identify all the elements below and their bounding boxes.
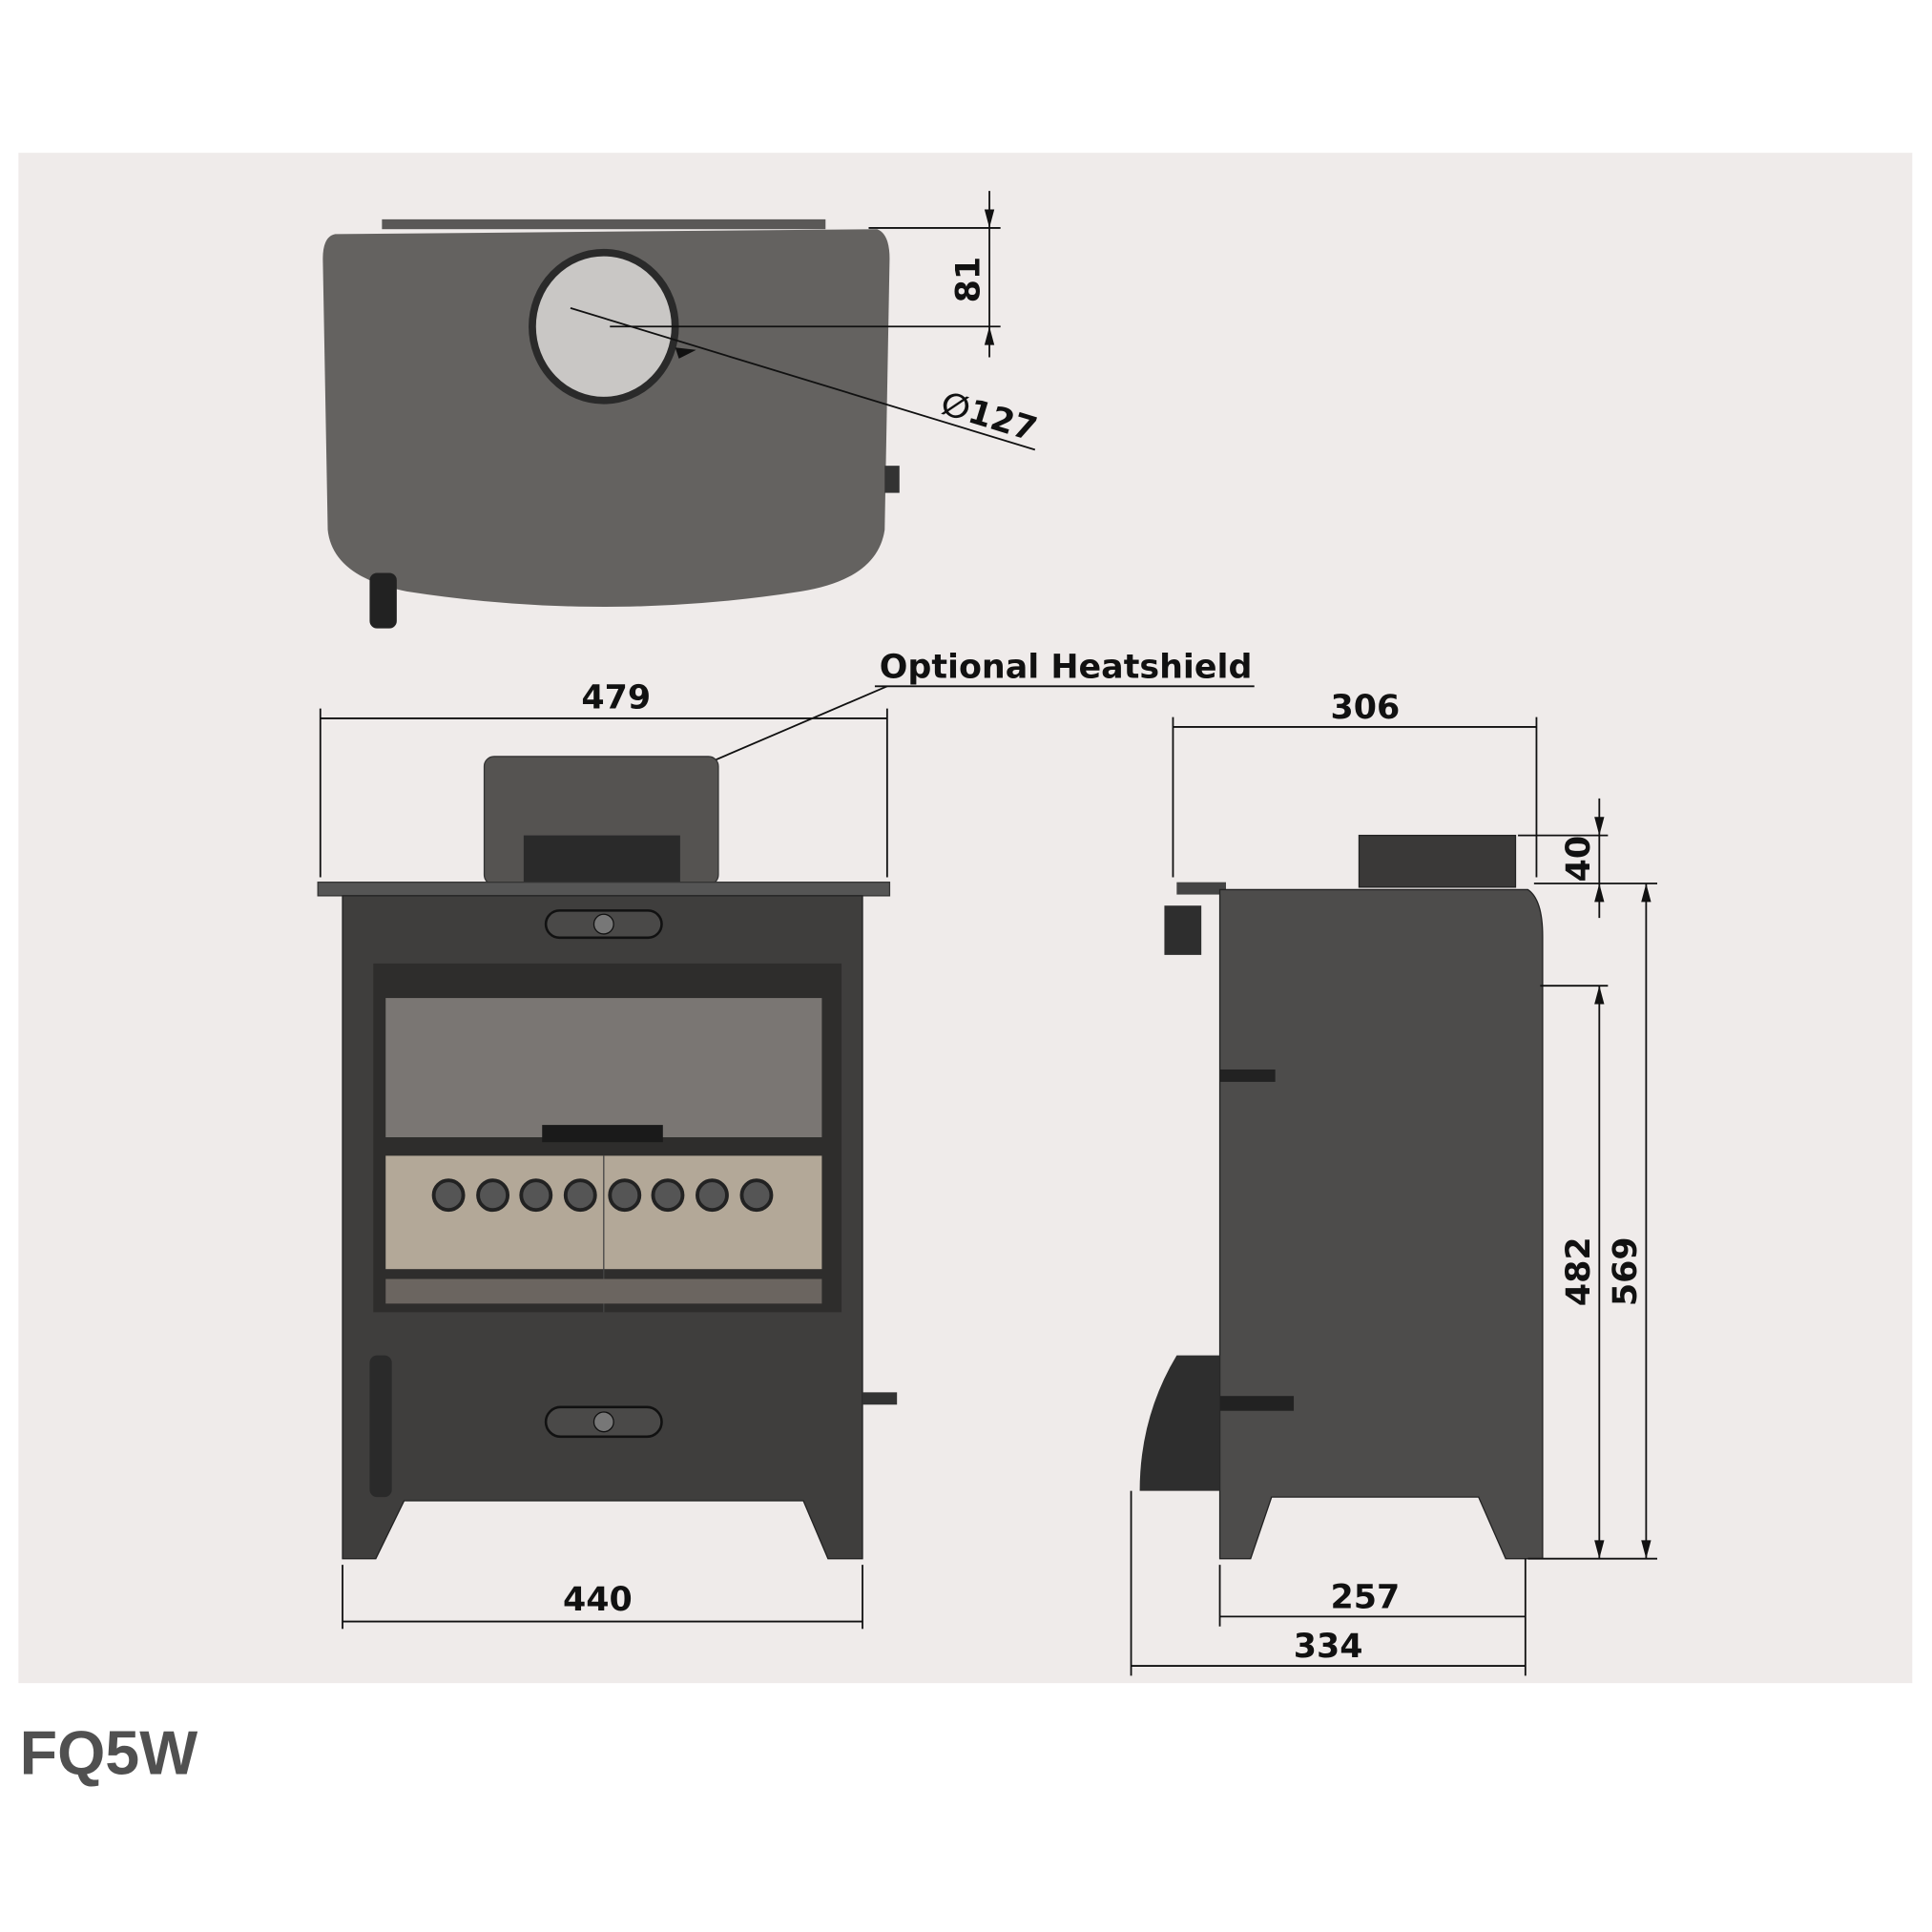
drawing-panel: [18, 153, 1913, 1684]
dim-306: 306: [1331, 689, 1401, 727]
flue-collar: [1358, 834, 1517, 888]
glass-window: [385, 998, 822, 1138]
dim-40: 40: [1560, 836, 1598, 883]
dim-569: 569: [1607, 1236, 1645, 1306]
heatshield-label: Optional Heatshield: [880, 648, 1253, 686]
dim-334: 334: [1294, 1628, 1363, 1666]
dim-257: 257: [1331, 1578, 1401, 1616]
handle-icon: [369, 572, 397, 629]
side-view: 306 40 482 569 257 334: [1130, 689, 1658, 1676]
front-view: Optional Heatshield 479 440: [317, 648, 1255, 1630]
dim-482: 482: [1560, 1236, 1598, 1306]
dim-440: 440: [563, 1581, 633, 1619]
model-title: FQ5W: [20, 1719, 198, 1788]
dim-479: 479: [581, 679, 651, 717]
dim-81: 81: [950, 257, 988, 303]
